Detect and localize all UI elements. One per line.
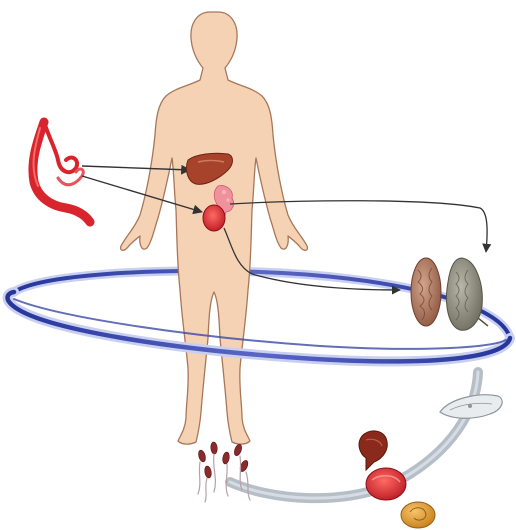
snail-icon bbox=[401, 502, 435, 528]
host-pancreas-icon bbox=[366, 468, 406, 500]
egg-gray-icon bbox=[447, 258, 489, 330]
egg-brown-icon bbox=[411, 258, 441, 326]
host-liver-icon bbox=[359, 431, 387, 470]
larva-icon bbox=[440, 395, 502, 418]
return-path bbox=[230, 372, 478, 498]
intestine-icon bbox=[33, 122, 90, 222]
cercaria-icon bbox=[197, 442, 250, 502]
